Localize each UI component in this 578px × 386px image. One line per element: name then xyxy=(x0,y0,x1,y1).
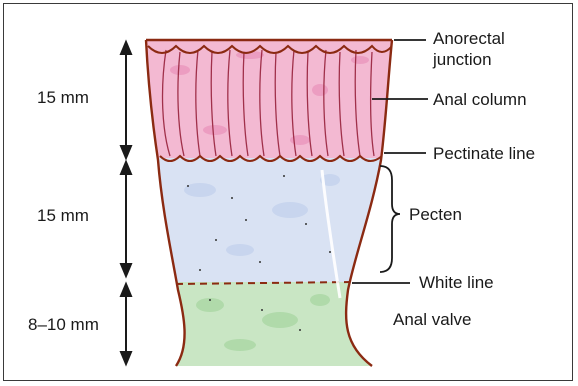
measurement-top-label: 15 mm xyxy=(37,87,89,108)
pecten-label: Pecten xyxy=(409,204,462,225)
pecten-zone xyxy=(140,158,400,284)
pecten-brace xyxy=(380,166,400,272)
canal-zones xyxy=(140,36,400,372)
anal-column-label: Anal column xyxy=(433,89,527,110)
measurement-bottom-label: 8–10 mm xyxy=(28,314,99,335)
measurement-middle-label: 15 mm xyxy=(37,205,89,226)
measurement-arrows xyxy=(121,42,131,364)
anal-valve-label: Anal valve xyxy=(393,309,471,330)
anorectal-junction-label: Anorectal junction xyxy=(433,28,505,70)
rectal-zone xyxy=(140,36,400,160)
anorectal-line-2: junction xyxy=(433,49,505,70)
anorectal-line-1: Anorectal xyxy=(433,28,505,49)
white-line-label: White line xyxy=(419,272,494,293)
pectinate-line-label: Pectinate line xyxy=(433,143,535,164)
